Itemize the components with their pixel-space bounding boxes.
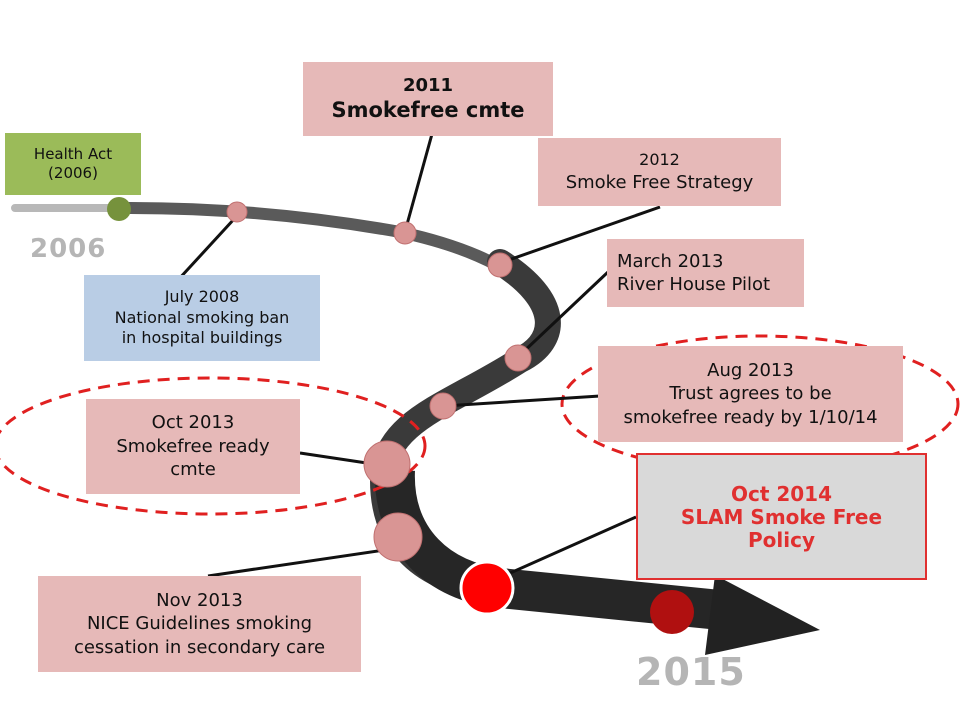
event-nov-2013: Nov 2013 NICE Guidelines smoking cessati… bbox=[38, 576, 361, 672]
event-oct-2014-policy: Oct 2014 SLAM Smoke Free Policy bbox=[636, 453, 927, 580]
event-health-act-line2: (2006) bbox=[48, 164, 98, 182]
marker-nov-2013 bbox=[373, 512, 423, 562]
event-nov-2013-line2: NICE Guidelines smoking bbox=[86, 613, 313, 635]
event-nov-2013-line1: Nov 2013 bbox=[156, 589, 243, 611]
event-aug-2013-line1: Aug 2013 bbox=[707, 359, 794, 381]
event-2012-line2: Smoke Free Strategy bbox=[565, 171, 754, 193]
marker-2012 bbox=[487, 252, 513, 278]
event-march-2013-line2: River House Pilot bbox=[617, 274, 771, 295]
event-march-2013: March 2013 River House Pilot bbox=[607, 239, 804, 307]
event-aug-2013-line3: smokefree ready by 1/10/14 bbox=[623, 406, 878, 428]
end-year-label: 2015 bbox=[636, 650, 746, 694]
event-july-2008-line1: July 2008 bbox=[164, 286, 240, 306]
event-2011: 2011 Smokefree cmte bbox=[303, 62, 553, 136]
event-2011-line1: 2011 bbox=[402, 74, 454, 96]
event-2011-line2: Smokefree cmte bbox=[331, 98, 525, 123]
marker-aug-2013 bbox=[429, 392, 457, 420]
connector-aug-2013 bbox=[443, 394, 601, 408]
event-july-2008-line2: National smoking ban bbox=[114, 307, 290, 327]
marker-july-2008 bbox=[226, 201, 248, 223]
event-health-act-line1: Health Act bbox=[33, 144, 113, 163]
marker-health-act bbox=[107, 197, 131, 221]
event-oct-2014-line3: Policy bbox=[747, 528, 815, 552]
event-oct-2013-line2: Smokefree ready bbox=[116, 435, 270, 457]
connector-march-2013 bbox=[518, 270, 610, 357]
event-march-2013-line1: March 2013 bbox=[617, 250, 724, 272]
event-health-act: Health Act (2006) bbox=[5, 133, 141, 195]
event-oct-2014-line2: SLAM Smoke Free bbox=[680, 505, 883, 529]
event-2012-line1: 2012 bbox=[639, 149, 680, 169]
event-aug-2013-line2: Trust agrees to be bbox=[669, 383, 832, 405]
event-aug-2013: Aug 2013 Trust agrees to be smokefree re… bbox=[598, 346, 903, 442]
marker-2015 bbox=[650, 590, 694, 634]
connector-nov-2013 bbox=[207, 546, 399, 578]
event-oct-2014-line1: Oct 2014 bbox=[730, 482, 833, 506]
connector-2011 bbox=[404, 133, 434, 229]
event-july-2008: July 2008 National smoking ban in hospit… bbox=[84, 275, 320, 361]
connector-july-2008 bbox=[176, 216, 237, 282]
marker-march-2013 bbox=[504, 344, 532, 372]
start-year-label: 2006 bbox=[30, 234, 107, 264]
event-2012: 2012 Smoke Free Strategy bbox=[538, 138, 781, 206]
event-oct-2013-line3: cmte bbox=[170, 459, 216, 481]
event-oct-2013: Oct 2013 Smokefree ready cmte bbox=[86, 399, 300, 494]
marker-oct-2013 bbox=[363, 440, 411, 488]
timeline-arrow-head bbox=[705, 575, 820, 655]
marker-oct-2014 bbox=[459, 560, 515, 616]
event-nov-2013-line3: cessation in secondary care bbox=[73, 636, 326, 658]
connector-oct-2014 bbox=[489, 515, 637, 584]
connector-2012 bbox=[502, 205, 661, 264]
marker-2011 bbox=[393, 221, 417, 245]
highlight-ellipse-oct-2013 bbox=[0, 376, 427, 516]
event-july-2008-line3: in hospital buildings bbox=[121, 328, 283, 348]
event-oct-2013-line1: Oct 2013 bbox=[151, 412, 235, 434]
